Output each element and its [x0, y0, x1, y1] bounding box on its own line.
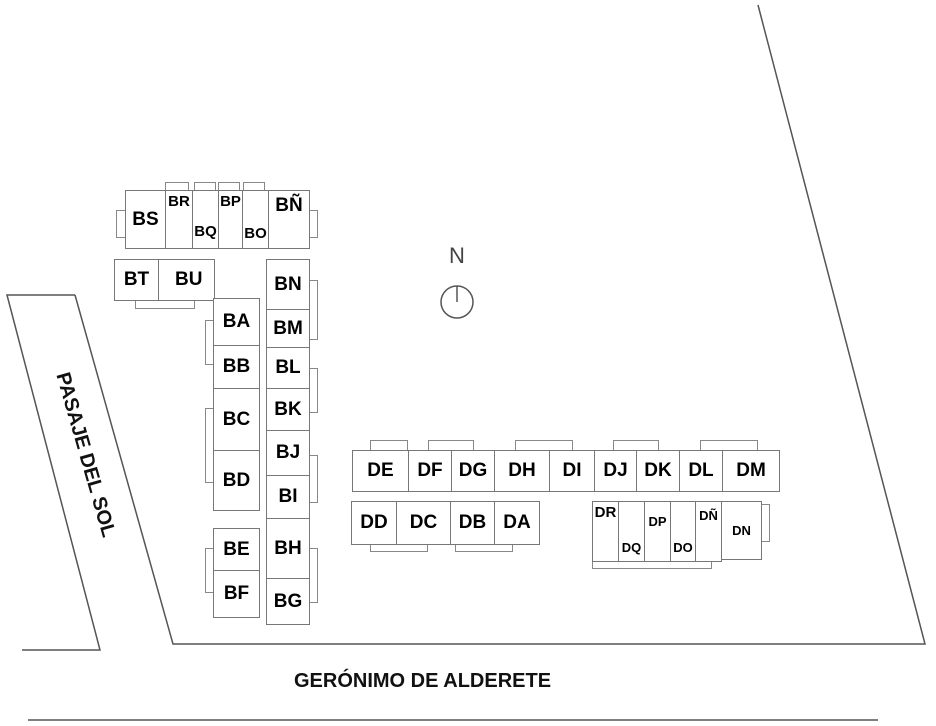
- building-annex: [309, 210, 318, 238]
- unit-bk[interactable]: BK: [266, 388, 310, 431]
- unit-bb[interactable]: BB: [213, 345, 260, 389]
- unit-bp[interactable]: BP: [218, 190, 243, 249]
- unit-dn[interactable]: DN: [721, 501, 762, 560]
- unit-dk[interactable]: DK: [636, 450, 680, 492]
- site-boundary: [74, 4, 926, 645]
- unit-dnn[interactable]: DÑ: [695, 501, 722, 562]
- unit-dh[interactable]: DH: [494, 450, 550, 492]
- building-annex: [309, 455, 318, 503]
- unit-bc[interactable]: BC: [213, 388, 260, 451]
- unit-bd[interactable]: BD: [213, 450, 260, 511]
- unit-di[interactable]: DI: [549, 450, 595, 492]
- unit-br[interactable]: BR: [165, 190, 193, 249]
- building-annex: [455, 544, 513, 552]
- street-geronimo-de-alderete: GERÓNIMO DE ALDERETE: [294, 670, 552, 692]
- unit-bg[interactable]: BG: [266, 578, 310, 625]
- unit-bt[interactable]: BT: [114, 259, 159, 301]
- unit-do[interactable]: DO: [670, 501, 696, 562]
- unit-ba[interactable]: BA: [213, 298, 260, 346]
- unit-dj[interactable]: DJ: [594, 450, 637, 492]
- unit-dq[interactable]: DQ: [618, 501, 645, 562]
- building-annex: [309, 280, 318, 340]
- unit-bf[interactable]: BF: [213, 570, 260, 618]
- unit-bo[interactable]: BO: [242, 190, 269, 249]
- building-annex: [592, 561, 712, 569]
- unit-bh[interactable]: BH: [266, 518, 310, 579]
- unit-dr[interactable]: DR: [592, 501, 619, 562]
- unit-dp[interactable]: DP: [644, 501, 671, 562]
- unit-bl[interactable]: BL: [266, 347, 310, 389]
- unit-de[interactable]: DE: [352, 450, 409, 492]
- north-label: N: [449, 243, 465, 268]
- unit-bs[interactable]: BS: [125, 190, 166, 249]
- unit-bm[interactable]: BM: [266, 309, 310, 348]
- building-annex: [309, 548, 318, 603]
- unit-bn[interactable]: BN: [266, 259, 310, 310]
- unit-dc[interactable]: DC: [396, 501, 451, 545]
- unit-df[interactable]: DF: [408, 450, 452, 492]
- unit-db[interactable]: DB: [450, 501, 495, 545]
- unit-be[interactable]: BE: [213, 528, 260, 571]
- unit-dg[interactable]: DG: [451, 450, 495, 492]
- pasaje-boundary: [6, 294, 101, 651]
- unit-bq[interactable]: BQ: [192, 190, 219, 249]
- unit-bj[interactable]: BJ: [266, 430, 310, 476]
- unit-dm[interactable]: DM: [722, 450, 780, 492]
- building-annex: [309, 368, 318, 413]
- unit-bnn[interactable]: BÑ: [268, 190, 310, 249]
- unit-dl[interactable]: DL: [679, 450, 723, 492]
- unit-dd[interactable]: DD: [351, 501, 397, 545]
- unit-da[interactable]: DA: [494, 501, 540, 545]
- unit-bi[interactable]: BI: [266, 475, 310, 519]
- building-annex: [135, 300, 195, 309]
- building-annex: [370, 544, 428, 552]
- unit-bu[interactable]: BU: [158, 259, 215, 301]
